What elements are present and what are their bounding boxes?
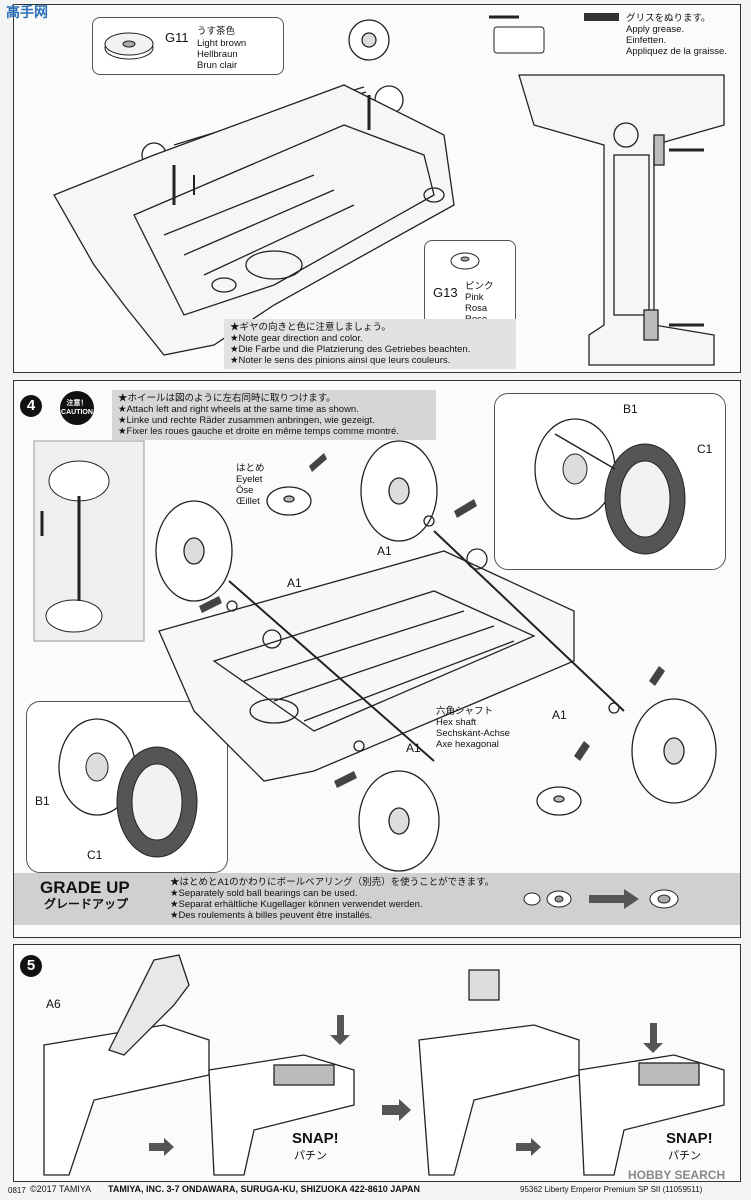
- b1-c1-inset-left: B1 C1: [26, 701, 228, 873]
- ball-bearing-icon: [523, 889, 679, 909]
- grease-tube-icon: [493, 13, 619, 54]
- note-line: ★Fixer les roues gauche et droite en mêm…: [118, 426, 399, 437]
- step5-panel: 5 A6 SNAP! パチン SNAP! パチン: [13, 944, 741, 1182]
- hexshaft-fr: Axe hexagonal: [436, 739, 499, 750]
- snap-label: SNAP!: [292, 1130, 339, 1147]
- wheel-assembly-diagram: [155, 440, 717, 872]
- note-line: ★Noter le sens des pinions ainsi que leu…: [230, 355, 451, 366]
- g13-en: Pink: [465, 292, 484, 303]
- battery-holder-diagram: [43, 954, 725, 1176]
- eyelet-ja: はとめ: [236, 463, 265, 474]
- g11-de: Hellbraun: [197, 49, 238, 60]
- caution-ja: 注意！: [66, 400, 88, 407]
- g13-de: Rosa: [465, 303, 488, 314]
- hexshaft-de: Sechskant-Achse: [436, 728, 510, 739]
- eyelet-en: Eyelet: [236, 474, 263, 485]
- c1-label: C1: [87, 848, 103, 862]
- footer-watermark: HOBBY SEARCH: [628, 1168, 726, 1182]
- caution-en: CAUTION: [61, 409, 93, 416]
- wheel-and-tire-icon: [534, 418, 686, 555]
- a1-label: A1: [406, 741, 421, 755]
- g13-gear-icon: [450, 252, 480, 270]
- eyelet-de: Öse: [236, 485, 254, 496]
- note-line: ★Linke und rechte Räder zusammen anbring…: [118, 415, 375, 426]
- gradeup-bar: GRADE UP グレードアップ ★はとめとA1のかわりにボールベアリング（別売…: [14, 873, 740, 925]
- snap-label: SNAP!: [666, 1130, 713, 1147]
- footer-address: TAMIYA, INC. 3-7 ONDAWARA, SURUGA-KU, SH…: [108, 1184, 421, 1194]
- site-watermark: 高手网: [6, 4, 48, 20]
- note-line: ★ギヤの向きと色に注意しましょう。: [230, 322, 391, 333]
- eyelet-fr: Œillet: [236, 496, 260, 507]
- step4-panel: 4 注意！ CAUTION ★ホイールは図のように左右同時に取りつけます。 ★A…: [13, 380, 741, 938]
- g11-callout: G11 うす茶色 Light brown Hellbraun Brun clai…: [92, 17, 284, 75]
- g13-code: G13: [433, 285, 458, 300]
- hexshaft-en: Hex shaft: [436, 717, 477, 728]
- note-line: ★Die Farbe und die Platzierung des Getri…: [230, 344, 471, 355]
- step-number: 5: [20, 955, 42, 977]
- grease-de: Einfetten.: [626, 35, 667, 46]
- caution-badge: 注意！ CAUTION: [60, 391, 94, 425]
- hexshaft-ja: 六角シャフト: [436, 706, 494, 717]
- g11-gear-icon: [104, 32, 154, 60]
- g11-ja: うす茶色: [197, 26, 236, 37]
- footer-code: 0817: [8, 1186, 26, 1195]
- grease-en: Apply grease.: [626, 24, 685, 35]
- footer-product: 95362 Liberty Emperor Premium SP SII (11…: [520, 1185, 703, 1194]
- a1-label: A1: [552, 708, 567, 722]
- grease-fr: Appliquez de la graisse.: [626, 46, 727, 57]
- chassis-gear-diagram: [53, 13, 725, 366]
- note-line: ★Separat erhältliche Kugellager können v…: [170, 899, 423, 910]
- snap-label-ja: パチン: [294, 1150, 327, 1162]
- note-line: ★Separately sold ball bearings can be us…: [170, 888, 358, 899]
- b1-label: B1: [35, 794, 50, 808]
- b1-label: B1: [623, 402, 638, 416]
- a1-label: A1: [377, 544, 392, 558]
- footer-copyright: ©2017 TAMIYA: [30, 1184, 92, 1194]
- b1-c1-inset-right: B1 C1: [494, 393, 726, 570]
- caution-note: ★ホイールは図のように左右同時に取りつけます。 ★Attach left and…: [112, 390, 436, 440]
- grease-ja: グリスをぬります。: [626, 13, 711, 24]
- gear-direction-note: ★ギヤの向きと色に注意しましょう。 ★Note gear direction a…: [224, 319, 516, 369]
- g11-code: G11: [165, 30, 189, 45]
- note-line: ★Note gear direction and color.: [230, 333, 363, 344]
- gradeup-title-ja: グレードアップ: [44, 897, 129, 911]
- c1-label: C1: [697, 442, 713, 456]
- gradeup-title: GRADE UP: [40, 878, 130, 897]
- hand-illustration: [33, 440, 145, 642]
- g11-fr: Brun clair: [197, 60, 238, 71]
- wheel-and-tire-icon: [58, 718, 198, 858]
- snap-label-ja: パチン: [668, 1150, 701, 1162]
- note-line: ★Des roulements à billes peuvent être in…: [170, 910, 373, 921]
- g13-ja: ピンク: [465, 281, 494, 292]
- step3-panel: 高手网 G11 うす茶色 Light brown Hellbraun Brun …: [6, 4, 741, 373]
- note-line: ★Attach left and right wheels at the sam…: [118, 404, 359, 415]
- note-line: ★はとめとA1のかわりにボールベアリング（別売）を使うことができます。: [170, 877, 495, 888]
- g13-callout: G13 ピンク Pink Rosa Rose: [424, 240, 516, 332]
- note-line: ★ホイールは図のように左右同時に取りつけます。: [118, 393, 336, 404]
- a1-label: A1: [287, 576, 302, 590]
- g11-en: Light brown: [197, 38, 247, 49]
- step-number: 4: [20, 395, 42, 417]
- a6-label: A6: [46, 997, 61, 1011]
